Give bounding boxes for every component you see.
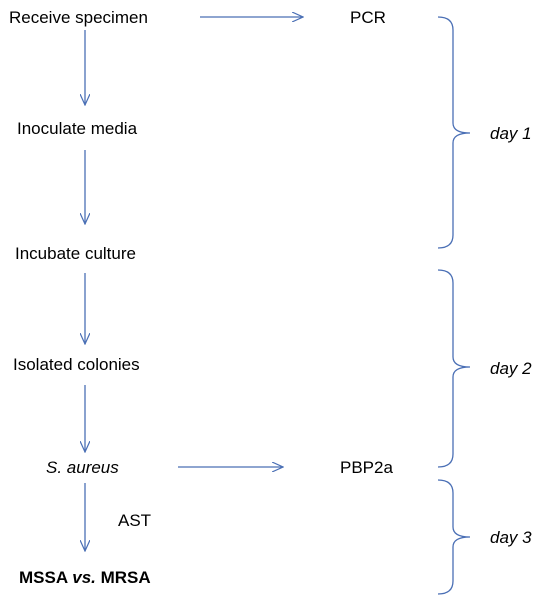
step-receive-specimen: Receive specimen <box>9 8 148 27</box>
brace-day3 <box>437 479 471 595</box>
step-result: MSSA vs. MRSA <box>19 568 151 588</box>
brace-day1 <box>437 16 471 249</box>
step-inoculate-media: Inoculate media <box>17 119 138 138</box>
branch-ast: AST <box>118 511 152 530</box>
branch-pbp2a: PBP2a <box>340 458 393 477</box>
step-organism: S. aureus <box>46 458 119 477</box>
step-incubate-culture: Incubate culture <box>15 244 136 263</box>
day-1-label: day 1 <box>490 124 532 143</box>
result-mssa: MSSA <box>19 568 68 587</box>
step-isolated-colonies: Isolated colonies <box>13 355 140 374</box>
result-vs: vs. <box>72 568 96 587</box>
result-mrsa: MRSA <box>100 568 151 587</box>
branch-pcr: PCR <box>350 8 386 27</box>
day-2-label: day 2 <box>490 359 532 378</box>
brace-day2 <box>437 269 471 468</box>
day-3-label: day 3 <box>490 528 532 547</box>
